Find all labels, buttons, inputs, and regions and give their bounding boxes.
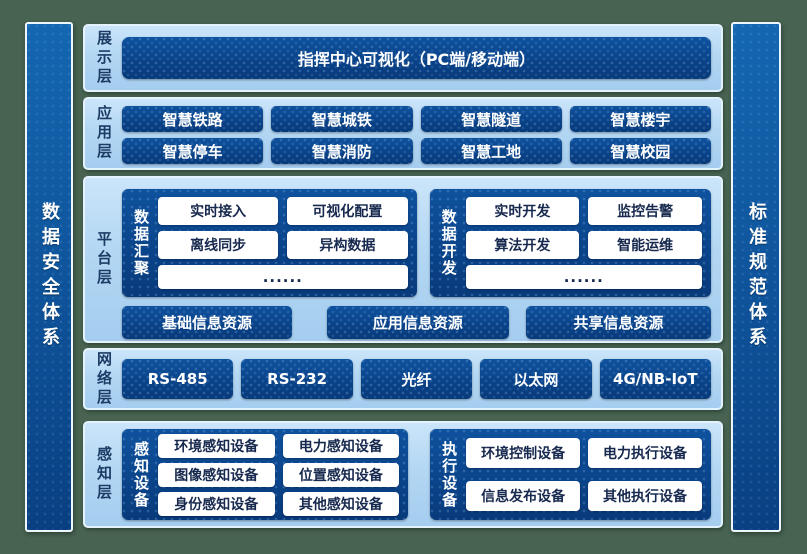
layer-platform-label: 平台层 (95, 231, 113, 288)
device-item: 其他感知设备 (282, 491, 400, 516)
sidebar-data-security: 数据安全体系 (25, 22, 73, 532)
app-item: 智慧楼宇 (569, 106, 711, 132)
platform-item: 实时开发 (465, 197, 580, 226)
device-item: 环境感知设备 (158, 433, 275, 458)
network-item: 4G/NB-IoT (599, 359, 711, 399)
device-item: 环境控制设备 (466, 438, 581, 468)
platform-item: 可视化配置 (287, 197, 408, 226)
layer-application-content: 智慧铁路 智慧城铁 智慧隧道 智慧楼宇 智慧停车 智慧消防 智慧工地 智慧校园 (116, 99, 721, 168)
platform-item: 智能运维 (588, 231, 702, 260)
layer-perception-content: 感知设备 环境感知设备 电力感知设备 图像感知设备 位置感知设备 身份感知设备 … (116, 423, 721, 526)
resource-item: 基础信息资源 (122, 306, 292, 339)
network-item: RS-232 (241, 359, 353, 399)
group-sensing-devices-label: 感知设备 (132, 440, 150, 509)
layer-display: 展示层 指挥中心可视化（PC端/移动端） (83, 24, 723, 92)
platform-item: 算法开发 (465, 231, 580, 260)
layer-application: 应用层 智慧铁路 智慧城铁 智慧隧道 智慧楼宇 智慧停车 智慧消防 智慧工地 智… (83, 97, 723, 170)
platform-item-more: ...... (465, 265, 702, 290)
device-item: 电力执行设备 (588, 438, 702, 468)
group-execution-devices-label: 执行设备 (440, 440, 459, 509)
layer-network-content: RS-485 RS-232 光纤 以太网 4G/NB-IoT (116, 350, 721, 408)
group-sensing-devices-items: 环境感知设备 电力感知设备 图像感知设备 位置感知设备 身份感知设备 其他感知设… (158, 433, 400, 516)
app-item: 智慧隧道 (420, 106, 562, 132)
device-item: 信息发布设备 (466, 481, 581, 511)
layer-network: 网络层 RS-485 RS-232 光纤 以太网 4G/NB-IoT (83, 348, 723, 410)
device-item: 其他执行设备 (588, 481, 702, 511)
app-item: 智慧消防 (271, 138, 413, 164)
layer-perception: 感知层 感知设备 环境感知设备 电力感知设备 图像感知设备 位置感知设备 身份感… (83, 421, 723, 528)
group-execution-devices-items: 环境控制设备 电力执行设备 信息发布设备 其他执行设备 (466, 438, 702, 511)
group-sensing-devices: 感知设备 环境感知设备 电力感知设备 图像感知设备 位置感知设备 身份感知设备 … (122, 429, 408, 520)
platform-item: 监控告警 (588, 197, 702, 226)
layer-network-label: 网络层 (95, 350, 113, 408)
device-item: 身份感知设备 (158, 491, 275, 516)
group-data-development-items: 实时开发 监控告警 算法开发 智能运维 ...... (465, 197, 702, 290)
device-item: 电力感知设备 (282, 433, 400, 458)
group-data-development-label: 数据开发 (439, 209, 458, 278)
app-item: 智慧停车 (122, 138, 264, 164)
platform-groups: 数据汇聚 实时接入 可视化配置 离线同步 异构数据 ...... 数据开发 实时… (122, 189, 711, 297)
layer-display-label: 展示层 (95, 29, 113, 87)
network-item: RS-485 (122, 359, 234, 399)
platform-item-more: ...... (158, 265, 408, 290)
layer-application-label: 应用层 (95, 105, 113, 162)
platform-resources: 基础信息资源 应用信息资源 共享信息资源 (122, 306, 711, 339)
platform-item: 实时接入 (158, 197, 279, 226)
platform-item: 离线同步 (158, 231, 279, 260)
resource-item: 共享信息资源 (525, 306, 711, 339)
device-item: 图像感知设备 (158, 462, 275, 487)
group-data-aggregation-items: 实时接入 可视化配置 离线同步 异构数据 ...... (158, 197, 408, 290)
group-data-aggregation: 数据汇聚 实时接入 可视化配置 离线同步 异构数据 ...... (122, 189, 417, 297)
network-item: 光纤 (360, 359, 473, 399)
layer-platform-content: 数据汇聚 实时接入 可视化配置 离线同步 异构数据 ...... 数据开发 实时… (116, 178, 721, 341)
app-item: 智慧校园 (569, 138, 711, 164)
layer-platform: 平台层 数据汇聚 实时接入 可视化配置 离线同步 异构数据 ...... (83, 176, 723, 343)
layer-perception-label: 感知层 (95, 446, 113, 503)
sidebar-data-security-label: 数据安全体系 (39, 202, 60, 352)
app-item: 智慧工地 (420, 138, 562, 164)
sidebar-standard-spec: 标准规范体系 (731, 22, 781, 532)
resource-item: 应用信息资源 (327, 306, 509, 339)
display-item: 指挥中心可视化（PC端/移动端） (122, 37, 711, 79)
app-item: 智慧城铁 (271, 106, 413, 132)
platform-item: 异构数据 (287, 231, 408, 260)
network-item: 以太网 (480, 359, 592, 399)
device-item: 位置感知设备 (282, 462, 400, 487)
group-execution-devices: 执行设备 环境控制设备 电力执行设备 信息发布设备 其他执行设备 (430, 429, 711, 520)
group-data-aggregation-label: 数据汇聚 (132, 209, 150, 278)
app-item: 智慧铁路 (122, 106, 264, 132)
layer-display-content: 指挥中心可视化（PC端/移动端） (116, 26, 721, 90)
sidebar-standard-spec-label: 标准规范体系 (746, 202, 767, 352)
layers-column: 展示层 指挥中心可视化（PC端/移动端） 应用层 智慧铁路 智慧城铁 智慧隧道 … (83, 24, 723, 528)
group-data-development: 数据开发 实时开发 监控告警 算法开发 智能运维 ...... (430, 189, 711, 297)
